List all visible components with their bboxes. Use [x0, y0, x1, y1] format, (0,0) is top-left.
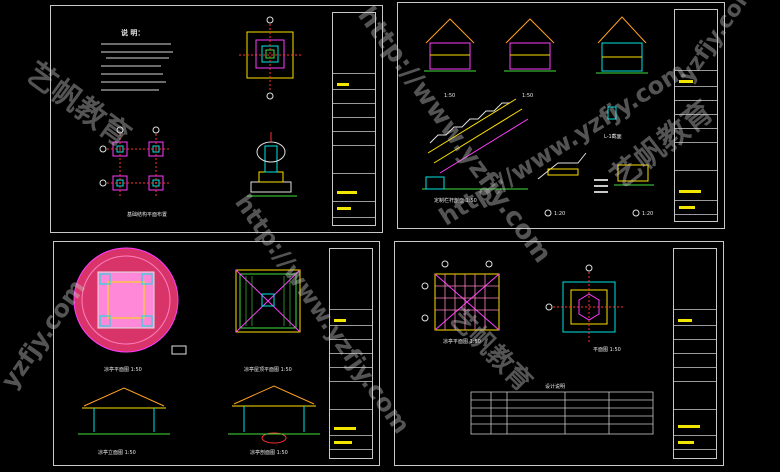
- sheet-bottom-right: 凉亭平面图 1:50 平面图 1:50 设计说明: [394, 241, 724, 466]
- title-block: [674, 9, 718, 222]
- caption-roof: 凉亭屋顶平面图 1:50: [244, 367, 292, 373]
- sheet-top-right: 1:50 1:50 L-1截面 定制栏杆剖面 1:50 1:20 1:20: [397, 2, 725, 229]
- title-block: [329, 248, 373, 459]
- title-block: [332, 12, 376, 226]
- scale-label-4: 1:20: [642, 211, 654, 217]
- scale-label-3: 1:20: [554, 211, 566, 217]
- scale-label-2: 1:50: [522, 93, 534, 99]
- section-drawing: [422, 16, 654, 217]
- caption-stair: 定制栏杆剖面 1:50: [434, 198, 477, 204]
- table-title: 设计说明: [545, 384, 566, 390]
- foundation-drawing: [99, 16, 301, 198]
- caption-framing-plan: 凉亭平面图 1:50: [443, 339, 481, 345]
- framing-drawing: [421, 260, 654, 435]
- scale-label-1: 1:50: [444, 93, 456, 99]
- caption-elevation-2: 凉亭剖面图 1:50: [250, 450, 288, 456]
- caption-roofplan: 平面图 1:50: [593, 347, 621, 353]
- pavilion-drawing: [73, 247, 320, 444]
- caption-detail: L-1截面: [604, 134, 622, 140]
- caption-plan: 凉亭平面图 1:50: [104, 367, 142, 373]
- notes-title: 说 明：: [121, 29, 145, 37]
- caption-elevation-1: 凉亭立面图 1:50: [98, 450, 136, 456]
- sheet-top-left: 说 明：: [50, 5, 383, 233]
- sheet-bottom-left: 凉亭平面图 1:50 凉亭屋顶平面图 1:50 凉亭立面图 1:50 凉亭剖面图…: [53, 241, 380, 466]
- title-block: [673, 248, 717, 459]
- caption-foundation: 基础结构平面布置: [127, 212, 168, 218]
